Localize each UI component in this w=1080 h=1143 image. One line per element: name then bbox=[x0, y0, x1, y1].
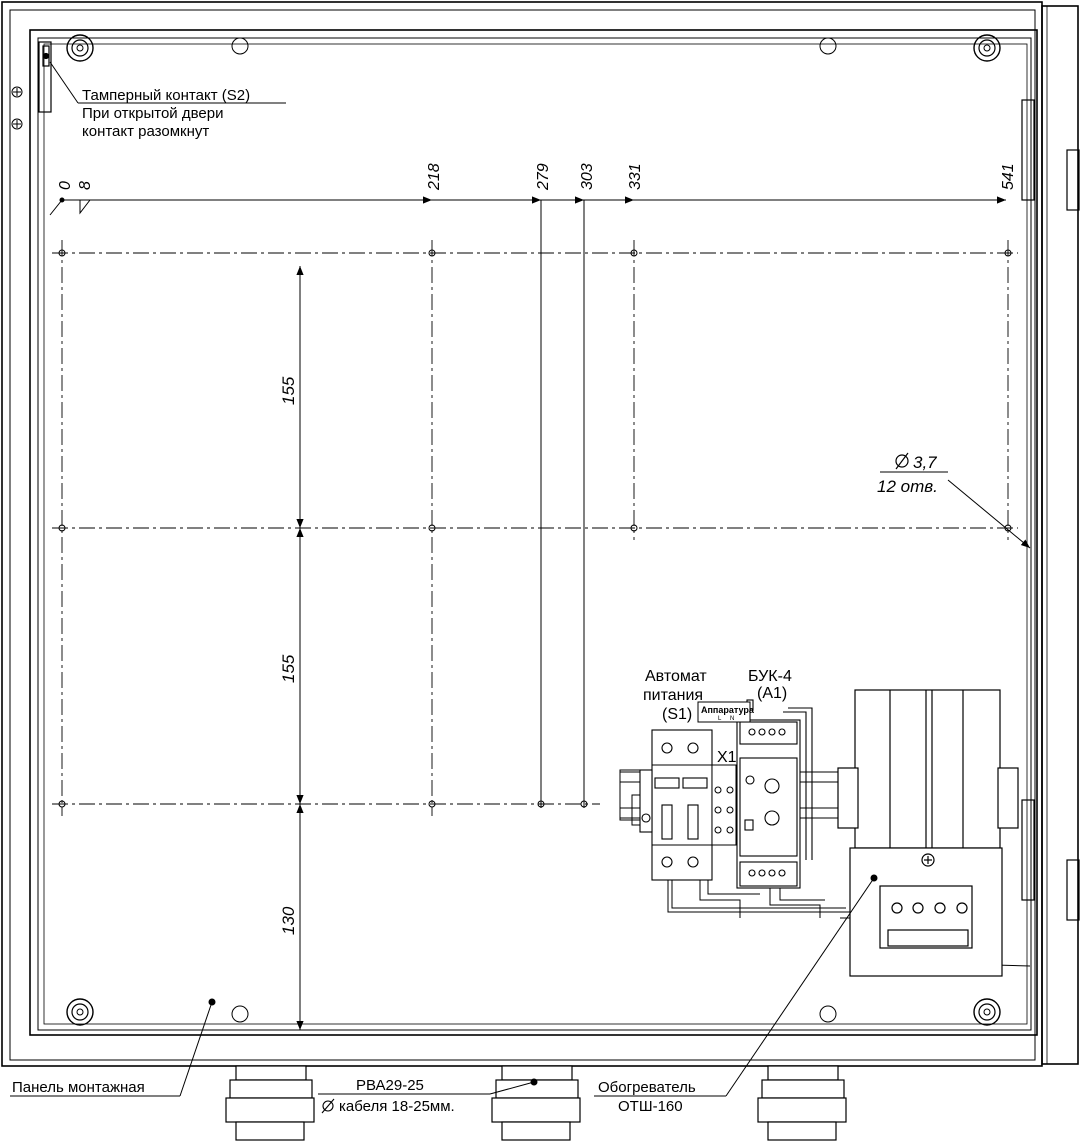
dim-label-0: 0 bbox=[57, 181, 74, 190]
buk-4-controller-icon bbox=[736, 699, 813, 889]
circuit-breaker-icon bbox=[639, 729, 713, 881]
gland-label-line2: кабеля 18-25мм. bbox=[339, 1098, 455, 1115]
gland-diameter-icon bbox=[321, 1098, 335, 1114]
dim-label-155-upper: 155 bbox=[279, 376, 298, 405]
panel-label: Панель монтажная bbox=[12, 1079, 145, 1096]
heater-label-line2: ОТШ-160 bbox=[618, 1098, 683, 1115]
buk-label-line2: (A1) bbox=[757, 685, 787, 702]
diameter-icon bbox=[895, 452, 909, 470]
horizontal-dimension-labels: 0 8 218 279 303 331 541 bbox=[57, 163, 1017, 191]
panel-holes-icon bbox=[231, 37, 837, 1023]
corner-screws-icon bbox=[66, 34, 1001, 1026]
breaker-tag-n: N bbox=[730, 716, 734, 722]
tamper-label-line2: При открытой двери bbox=[82, 105, 223, 122]
tamper-callout: Тамперный контакт (S2) При открытой двер… bbox=[49, 61, 286, 140]
terminal-block-x1-icon bbox=[711, 764, 737, 846]
tamper-label-line3: контакт разомкнут bbox=[82, 123, 209, 140]
tamper-label-line1: Тамперный контакт (S2) bbox=[82, 87, 250, 104]
terminal-label: X1 bbox=[717, 749, 737, 766]
breaker-tag-plate: Аппаратура L N bbox=[697, 701, 755, 723]
dim-label-331: 331 bbox=[627, 163, 644, 190]
horizontal-dimensions bbox=[49, 196, 1006, 808]
hole-count-label: 12 отв. bbox=[877, 477, 938, 496]
mounting-holes-icon bbox=[58, 249, 1012, 808]
bottom-callout-leaders bbox=[10, 874, 878, 1097]
gland-label-line1: РВА29-25 bbox=[356, 1077, 424, 1094]
dim-label-8: 8 bbox=[77, 181, 94, 190]
dim-label-279: 279 bbox=[535, 163, 552, 191]
breaker-label-line3: (S1) bbox=[662, 706, 692, 723]
breaker-label-line2: питания bbox=[643, 687, 703, 704]
breaker-tag-l: L bbox=[718, 716, 722, 722]
heater-icon bbox=[837, 689, 1019, 977]
heater-label-line1: Обогреватель bbox=[598, 1079, 696, 1096]
hole-diameter-label: 3,7 bbox=[913, 453, 937, 472]
buk-label-line1: БУК-4 bbox=[748, 668, 792, 685]
dim-label-155-lower: 155 bbox=[279, 654, 298, 683]
dim-label-130: 130 bbox=[279, 906, 298, 935]
vertical-dimension-labels: 155 155 130 bbox=[279, 376, 298, 935]
side-screws-icon bbox=[11, 86, 23, 130]
hole-diameter-callout: 3,7 12 отв. bbox=[877, 452, 1031, 549]
equipment-labels: Автомат питания (S1) БУК-4 (A1) X1 Панел… bbox=[12, 668, 792, 1115]
tamper-contact-icon bbox=[38, 41, 52, 113]
cable-glands-icon bbox=[225, 1065, 847, 1141]
dim-label-303: 303 bbox=[579, 163, 596, 190]
hole-center-lines bbox=[52, 240, 1018, 816]
dim-label-541: 541 bbox=[1000, 163, 1017, 190]
dim-label-218: 218 bbox=[426, 163, 443, 191]
breaker-tag-label: Аппаратура bbox=[701, 705, 755, 715]
breaker-label-line1: Автомат bbox=[645, 668, 707, 685]
